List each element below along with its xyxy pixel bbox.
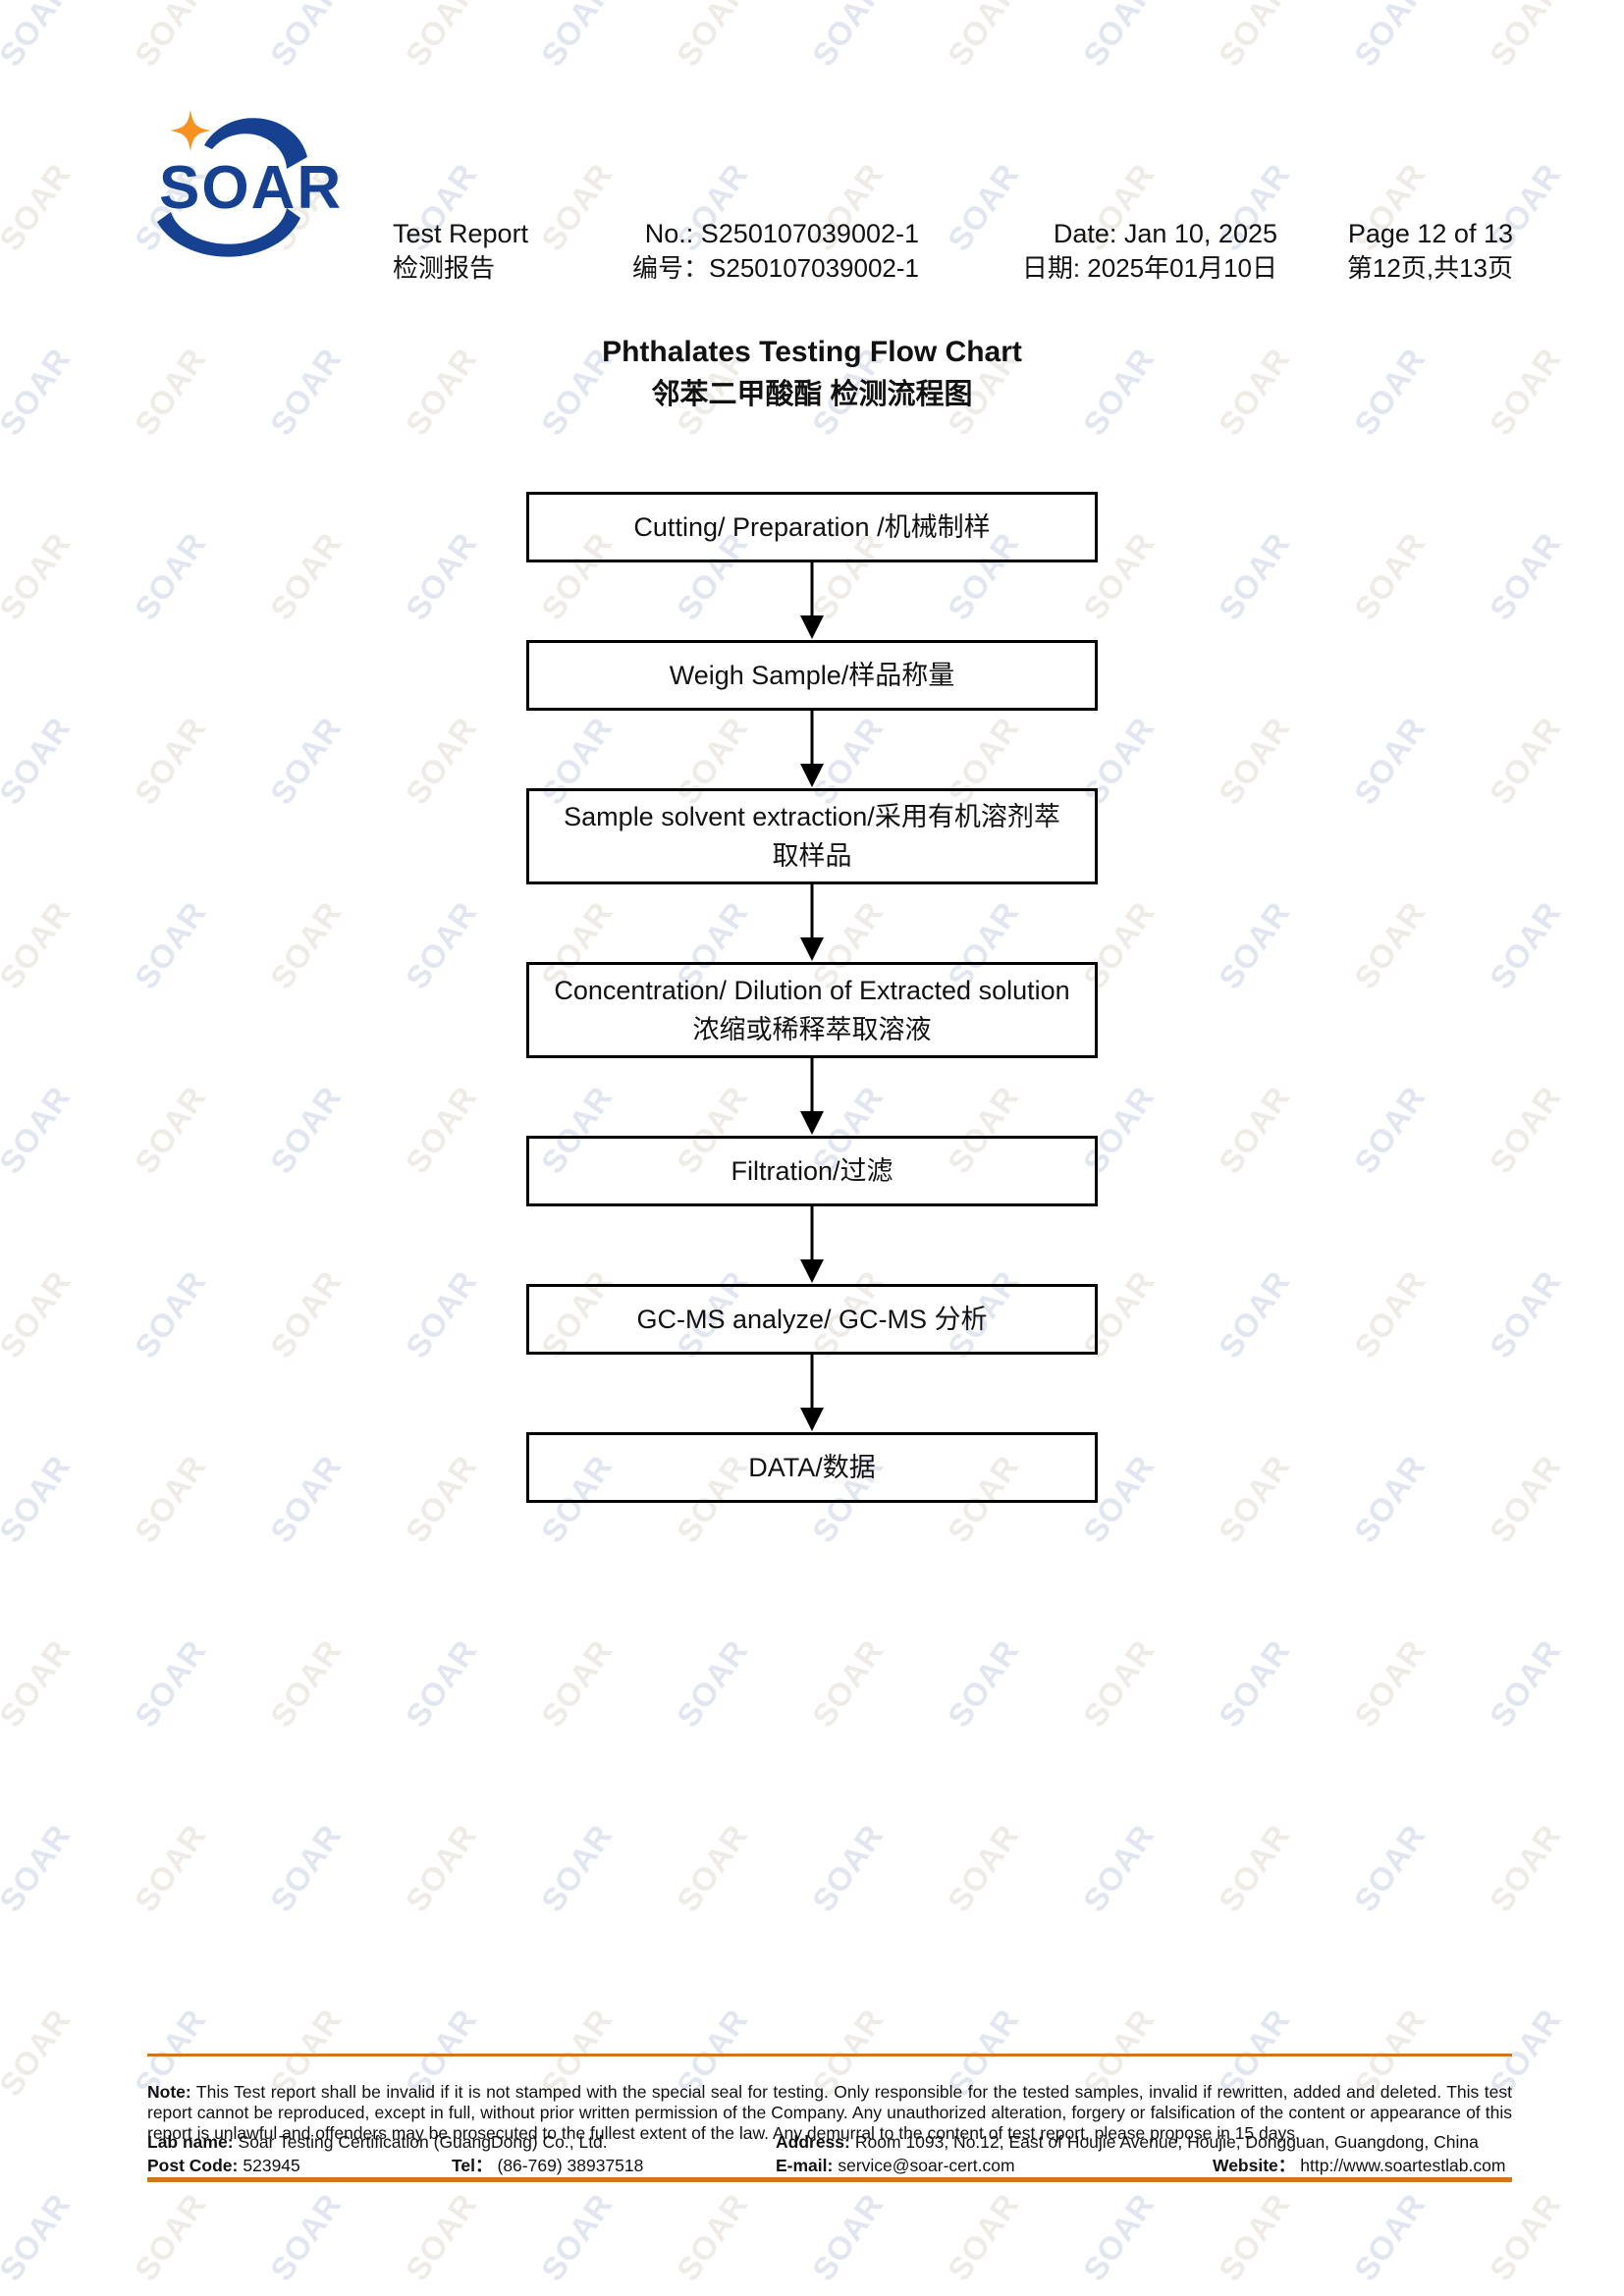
lab-name: Lab name:Soar Testing Certification (Gua… (147, 2132, 608, 2153)
report-no-cn: 编号：S250107039002-1 (632, 253, 919, 283)
flow-step-filtration: Filtration/过滤 (526, 1136, 1098, 1206)
flow-step-data: DATA/数据 (526, 1432, 1098, 1503)
page-title: Phthalates Testing Flow Chart 邻苯二甲酸酯 检测流… (0, 332, 1624, 416)
page-title-cn: 邻苯二甲酸酯 检测流程图 (651, 379, 973, 410)
email-value: service@soar-cert.com (838, 2156, 1015, 2175)
report-no-en: No.: S250107039002-1 (644, 219, 919, 248)
flow-step-text: GC-MS analyze/ GC-MS 分析 (636, 1305, 988, 1334)
flow-step-text: Filtration/过滤 (731, 1156, 893, 1186)
flow-step-text: DATA/数据 (748, 1453, 876, 1482)
flow-down-arrow (526, 884, 1098, 962)
address-label: Address: (776, 2132, 850, 2152)
website-value: http://www.soartestlab.com (1300, 2156, 1506, 2175)
logo-wordmark: SOAR (159, 154, 343, 222)
tel-label: Tel： (452, 2156, 493, 2175)
lab-name-label: Lab name: (147, 2132, 234, 2152)
flow-step-cutting: Cutting/ Preparation /机械制样 (526, 492, 1098, 562)
report-date-cn: 日期: 2025年01月10日 (1021, 253, 1277, 283)
flow-step-gcms-analyze: GC-MS analyze/ GC-MS 分析 (526, 1284, 1098, 1355)
flow-step-text: 取样品 (772, 841, 852, 871)
flow-down-arrow (526, 1058, 1098, 1136)
post-code-label: Post Code: (147, 2156, 239, 2175)
flow-down-arrow (526, 1355, 1098, 1432)
flow-chart: Cutting/ Preparation /机械制样 Weigh Sample/… (526, 492, 1098, 1503)
flow-down-arrow (526, 711, 1098, 788)
sparkle-star-icon (170, 110, 211, 151)
header-report-date: Date: Jan 10, 2025 日期: 2025年01月10日 (943, 217, 1277, 286)
page-number-cn: 第12页,共13页 (1346, 253, 1513, 283)
email-label: E-mail: (776, 2156, 834, 2175)
flow-step-text: Cutting/ Preparation /机械制样 (633, 512, 991, 542)
flow-step-text: Weigh Sample/样品称量 (669, 661, 955, 690)
post-code: Post Code:523945 (147, 2156, 300, 2176)
website: Website：http://www.soartestlab.com (1213, 2156, 1505, 2176)
footer-top-rule (147, 2054, 1512, 2056)
flow-down-arrow (526, 562, 1098, 640)
logo-bottom-swoosh (157, 208, 300, 257)
flow-step-solvent-extraction: Sample solvent extraction/采用有机溶剂萃 取样品 (526, 788, 1098, 884)
flow-step-text: Sample solvent extraction/采用有机溶剂萃 (564, 802, 1060, 831)
page-number-en: Page 12 of 13 (1347, 219, 1513, 248)
tel: Tel：(86-769) 38937518 (452, 2156, 643, 2176)
soar-logo: SOAR (157, 110, 343, 257)
report-date-en: Date: Jan 10, 2025 (1053, 219, 1277, 248)
address: Address:Room 1093, No.12, East of Houjie… (776, 2132, 1479, 2153)
footer-bottom-rule (147, 2177, 1512, 2182)
flow-step-text: Concentration/ Dilution of Extracted sol… (554, 976, 1070, 1005)
email: E-mail:service@soar-cert.com (776, 2156, 1015, 2176)
page-title-en: Phthalates Testing Flow Chart (602, 336, 1022, 368)
lab-name-value: Soar Testing Certification (GuangDong) C… (238, 2132, 608, 2152)
footer-note: Note: This Test report shall be invalid … (147, 2082, 1512, 2144)
tel-value: (86-769) 38937518 (497, 2156, 644, 2175)
logo-top-arc (204, 118, 307, 169)
note-label: Note: (147, 2081, 191, 2102)
report-type-cn: 检测报告 (393, 253, 496, 283)
header-report-type: Test Report 检测报告 (393, 217, 528, 286)
website-label: Website： (1213, 2156, 1296, 2175)
header-page-number: Page 12 of 13 第12页,共13页 (1178, 217, 1513, 286)
flow-step-concentration-dilution: Concentration/ Dilution of Extracted sol… (526, 962, 1098, 1058)
post-code-value: 523945 (243, 2156, 300, 2175)
report-type-en: Test Report (393, 219, 529, 248)
flow-down-arrow (526, 1206, 1098, 1284)
header-report-no: No.: S250107039002-1 编号：S250107039002-1 (546, 217, 919, 286)
flow-step-text: 浓缩或稀释萃取溶液 (692, 1015, 932, 1044)
address-value: Room 1093, No.12, East of Houjie Avenue,… (854, 2132, 1479, 2152)
note-text: This Test report shall be invalid if it … (147, 2081, 1513, 2143)
flow-step-weigh-sample: Weigh Sample/样品称量 (526, 640, 1098, 711)
